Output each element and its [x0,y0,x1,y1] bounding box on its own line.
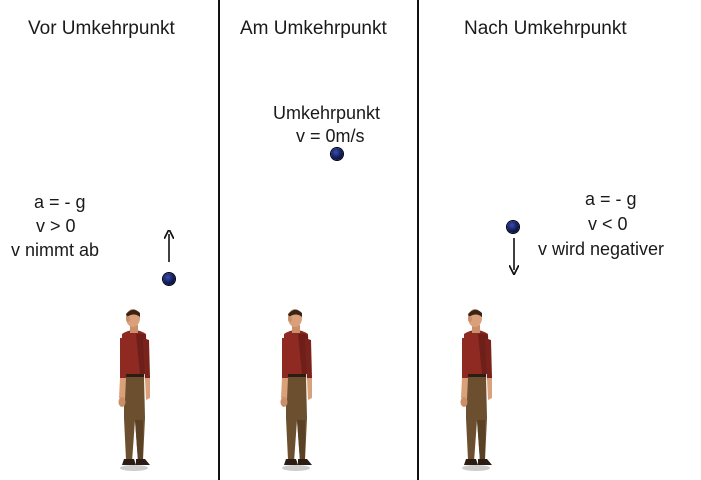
acceleration-label-before: a = - g [34,192,86,212]
velocity-zero-label: v = 0m/s [296,126,365,146]
person-figure-after [452,308,502,473]
ball-rising [163,273,175,285]
velocity-trend-label-after: v wird negativer [538,239,665,259]
panel-title-at: Am Umkehrpunkt [240,18,387,39]
arrow-down-icon [507,238,521,276]
velocity-trend-label-before: v nimmt ab [11,240,100,260]
person-figure-before [110,308,160,473]
acceleration-label-after: a = - g [585,189,637,209]
ball-at-top [331,148,343,160]
ball-falling [507,221,519,233]
panel-divider-right [417,0,419,480]
arrow-up-icon [162,230,176,262]
person-figure-at [272,308,322,473]
panel-title-before: Vor Umkehrpunkt [28,18,175,39]
velocity-label-before: v > 0 [36,216,76,236]
velocity-label-after: v < 0 [588,214,628,234]
panel-title-after: Nach Umkehrpunkt [464,18,627,39]
panel-divider-left [218,0,220,480]
turning-point-label: Umkehrpunkt [273,103,381,123]
